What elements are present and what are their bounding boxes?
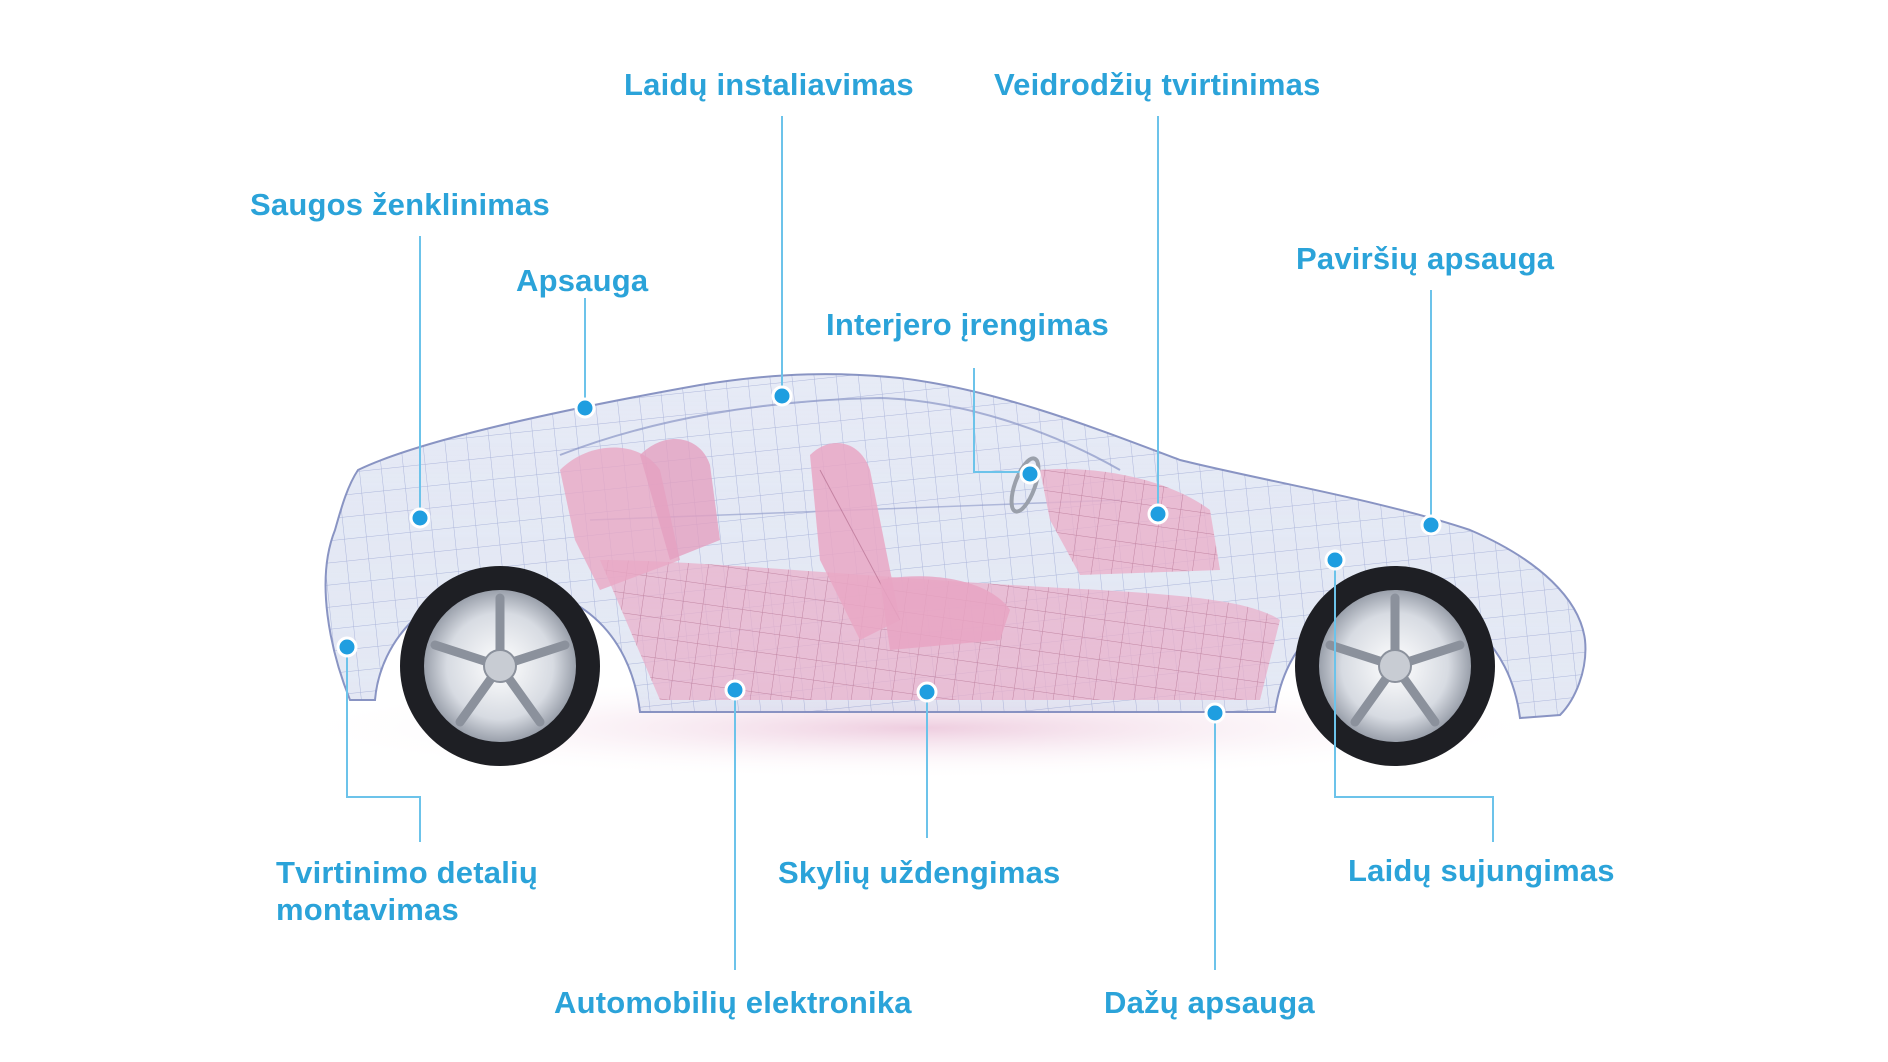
label-laidu-sujungimas: Laidų sujungimas [1348, 853, 1615, 888]
leader-lines [346, 116, 1494, 970]
dot-tvirtinimo [336, 636, 358, 658]
dot-laidu-sujungimas [1324, 549, 1346, 571]
label-saugos-zenklinimas: Saugos ženklinimas [250, 187, 550, 222]
label-tvirtinimo-detaliu: Tvirtinimo detalių montavimas [276, 854, 538, 928]
label-tvirtinimo-line1: Tvirtinimo detalių [276, 855, 538, 890]
label-interjero-irengimas: Interjero įrengimas [826, 307, 1109, 342]
label-apsauga: Apsauga [516, 263, 649, 298]
dot-dazu [1204, 702, 1226, 724]
label-dazu-apsauga: Dažų apsauga [1104, 985, 1315, 1020]
label-laidu-instaliavimas: Laidų instaliavimas [624, 67, 914, 102]
leader-tvirtinimo [346, 647, 421, 842]
label-automobiliu-elektronika: Automobilių elektronika [554, 985, 912, 1020]
leader-laidu-sujungimas [1334, 560, 1494, 842]
dot-skyliu [916, 681, 938, 703]
dot-interjero [1019, 463, 1041, 485]
front-wheel [1295, 566, 1495, 766]
dot-saugos [409, 507, 431, 529]
label-pavirsiu-apsauga: Paviršių apsauga [1296, 241, 1555, 276]
dot-veidrodziu [1147, 503, 1169, 525]
car-interior [560, 438, 1280, 700]
label-veidrodziu-tvirtinimas: Veidrodžių tvirtinimas [994, 67, 1321, 102]
leader-interjero [973, 368, 1027, 473]
rear-wheel [400, 566, 600, 766]
dot-automobiliu [724, 679, 746, 701]
marker-dots [336, 385, 1442, 724]
dot-laidu-instaliavimas [771, 385, 793, 407]
label-tvirtinimo-line2: montavimas [276, 892, 459, 927]
label-skyliu-uzdengimas: Skylių uždengimas [778, 855, 1061, 890]
dot-pavirsiu [1420, 514, 1442, 536]
dot-apsauga [574, 397, 596, 419]
